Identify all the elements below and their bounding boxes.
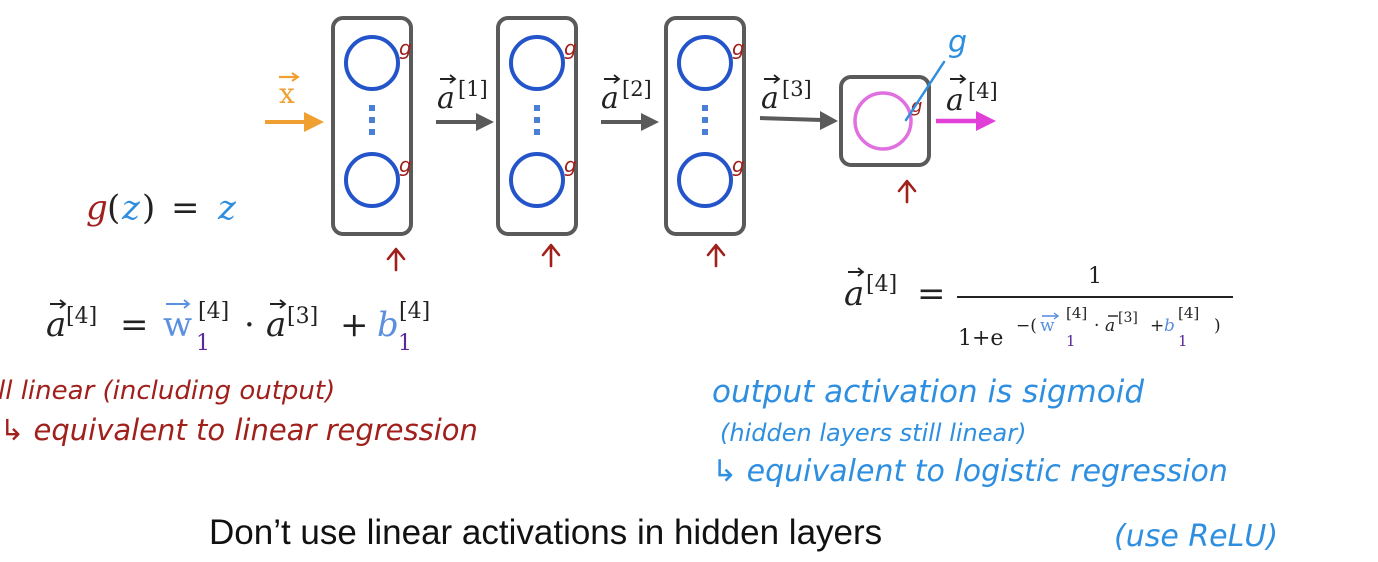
neuron-bottom xyxy=(677,152,733,208)
note-hidden-linear: (hidden layers still linear) xyxy=(720,419,1026,447)
svg-text:[4]: [4] xyxy=(198,299,229,324)
edge-label-a: a xyxy=(946,83,964,118)
edge-superscript: [2] xyxy=(622,77,652,101)
svg-text:+: + xyxy=(340,305,369,345)
svg-text:=: = xyxy=(120,305,149,345)
output-activation-g: g xyxy=(948,25,967,60)
svg-text:[4]: [4] xyxy=(1178,304,1199,322)
neuron-bottom xyxy=(344,152,400,208)
svg-text:1: 1 xyxy=(1066,332,1076,350)
svg-text:w: w xyxy=(163,305,192,345)
activation-g-label: g xyxy=(399,36,412,60)
activation-g-label: g xyxy=(399,153,412,177)
note-still-linear: ll linear (including output) xyxy=(0,376,335,406)
svg-text:1: 1 xyxy=(196,331,210,356)
svg-text:): ) xyxy=(1214,316,1221,336)
left-handwritten-notes: ll linear (including output) ↳ equivalen… xyxy=(0,376,478,447)
neuron-top xyxy=(509,35,565,91)
layer-3-tick-arrow xyxy=(706,243,726,268)
edge-superscript: [4] xyxy=(968,79,998,103)
hidden-layer-2: g g xyxy=(496,16,578,236)
svg-text:[3]: [3] xyxy=(287,304,318,329)
edge-label-a: a xyxy=(601,81,619,116)
sigmoid-output-equation: a [4] = 1 1+e −( w [4] 1 · a [3] + b [4]… xyxy=(844,264,1233,351)
right-handwritten-notes: output activation is sigmoid (hidden lay… xyxy=(712,374,1228,489)
output-tick-arrow xyxy=(897,179,917,204)
output-layer: g g xyxy=(839,25,967,167)
output-neuron xyxy=(853,91,913,151)
edge-a2: a [2] xyxy=(601,74,659,131)
svg-text:b: b xyxy=(1164,316,1175,336)
svg-text:x: x xyxy=(279,77,295,110)
edge-a1: a [1] xyxy=(436,74,494,131)
note-linear-regression: ↳ equivalent to linear regression xyxy=(0,413,478,447)
layer-2-tick-arrow xyxy=(541,243,561,268)
input-x-label: x xyxy=(279,72,300,110)
hidden-layer-1: g g xyxy=(331,16,413,236)
neuron-bottom xyxy=(509,152,565,208)
g-symbol: g xyxy=(86,188,108,228)
svg-text:−(: −( xyxy=(1016,316,1037,336)
svg-text:z: z xyxy=(217,188,237,228)
svg-text:a: a xyxy=(266,305,286,345)
svg-text:1: 1 xyxy=(398,331,412,356)
input-arrow xyxy=(265,112,324,132)
hidden-layer-3: g g xyxy=(664,16,746,236)
activation-g-label: g xyxy=(732,153,745,177)
svg-text:=: = xyxy=(917,274,946,314)
neuron-top xyxy=(344,35,400,91)
svg-text:1+e: 1+e xyxy=(958,326,1003,351)
svg-text:1: 1 xyxy=(1178,332,1188,350)
caption: Don’t use linear activations in hidden l… xyxy=(209,513,1278,554)
svg-text:a: a xyxy=(46,305,66,345)
layer-1-tick-arrow xyxy=(386,247,406,272)
svg-text:a: a xyxy=(844,274,864,314)
activation-g-label: g xyxy=(732,36,745,60)
note-output-sigmoid: output activation is sigmoid xyxy=(712,374,1144,410)
activation-g-label: g xyxy=(564,36,577,60)
svg-text:[4]: [4] xyxy=(399,299,430,324)
activation-equation: g ( z ) = z xyxy=(86,188,237,228)
edge-a3: a [3] xyxy=(759,74,838,130)
edge-superscript: [3] xyxy=(782,77,812,101)
edge-superscript: [1] xyxy=(458,77,488,101)
svg-text:a: a xyxy=(1105,316,1115,336)
fraction-numerator: 1 xyxy=(1088,264,1102,289)
svg-text:·: · xyxy=(1094,316,1099,336)
svg-text:·: · xyxy=(244,305,255,345)
svg-text:(: ( xyxy=(107,188,120,228)
strike-mark xyxy=(904,60,946,122)
svg-text:+: + xyxy=(1150,316,1164,336)
svg-text:[4]: [4] xyxy=(1066,304,1087,322)
network-diagram: x g g a [1] xyxy=(265,16,998,272)
svg-text:w: w xyxy=(1040,316,1055,336)
edge-label-a: a xyxy=(437,81,455,116)
svg-text:[4]: [4] xyxy=(66,304,97,329)
edge-label-a: a xyxy=(761,81,779,116)
note-logistic-regression: ↳ equivalent to logistic regression xyxy=(712,454,1228,489)
activation-g-label: g xyxy=(911,96,922,117)
caption-aside: (use ReLU) xyxy=(1114,519,1278,554)
activation-g-label: g xyxy=(564,153,577,177)
svg-text:b: b xyxy=(377,305,399,345)
neuron-top xyxy=(677,35,733,91)
svg-text:[4]: [4] xyxy=(866,272,897,297)
svg-text:z: z xyxy=(121,188,141,228)
linear-output-equation: a [4] = w [4] 1 · a [3] + b [4] 1 xyxy=(46,299,430,356)
svg-text:[3]: [3] xyxy=(1118,310,1138,326)
caption-main: Don’t use linear activations in hidden l… xyxy=(209,513,882,552)
output-arrow: a [4] xyxy=(936,74,998,131)
svg-text:): ) xyxy=(142,188,155,228)
svg-text:=: = xyxy=(171,188,200,228)
